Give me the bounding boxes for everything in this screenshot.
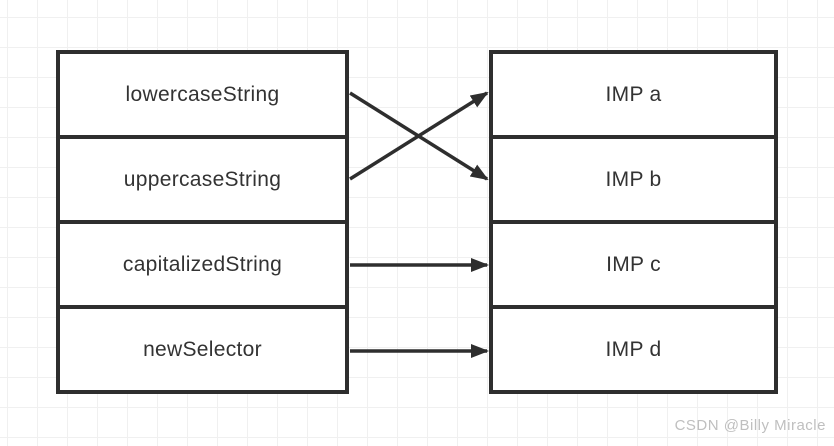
row-imp-d-label: IMP d [605, 337, 662, 361]
row-imp-b: IMP b [493, 135, 774, 220]
arrow-0-to-1 [349, 91, 489, 181]
row-uppercase-string: uppercaseString [60, 135, 345, 220]
row-imp-c: IMP c [493, 220, 774, 305]
row-imp-c-label: IMP c [606, 252, 661, 276]
row-imp-a-label: IMP a [605, 82, 662, 106]
selector-table: lowercaseString uppercaseString capitali… [56, 50, 349, 394]
row-new-selector: newSelector [60, 305, 345, 390]
row-uppercase-string-label: uppercaseString [123, 167, 282, 191]
row-imp-a: IMP a [493, 54, 774, 135]
row-lowercase-string-label: lowercaseString [125, 82, 280, 106]
row-lowercase-string: lowercaseString [60, 54, 345, 135]
row-capitalized-string-label: capitalizedString [122, 252, 283, 276]
row-capitalized-string: capitalizedString [60, 220, 345, 305]
row-imp-b-label: IMP b [605, 167, 662, 191]
imp-table: IMP a IMP b IMP c IMP d [489, 50, 778, 394]
row-imp-d: IMP d [493, 305, 774, 390]
arrow-1-to-0 [349, 91, 489, 181]
watermark-text: CSDN @Billy Miracle [674, 417, 826, 434]
row-new-selector-label: newSelector [143, 337, 262, 361]
